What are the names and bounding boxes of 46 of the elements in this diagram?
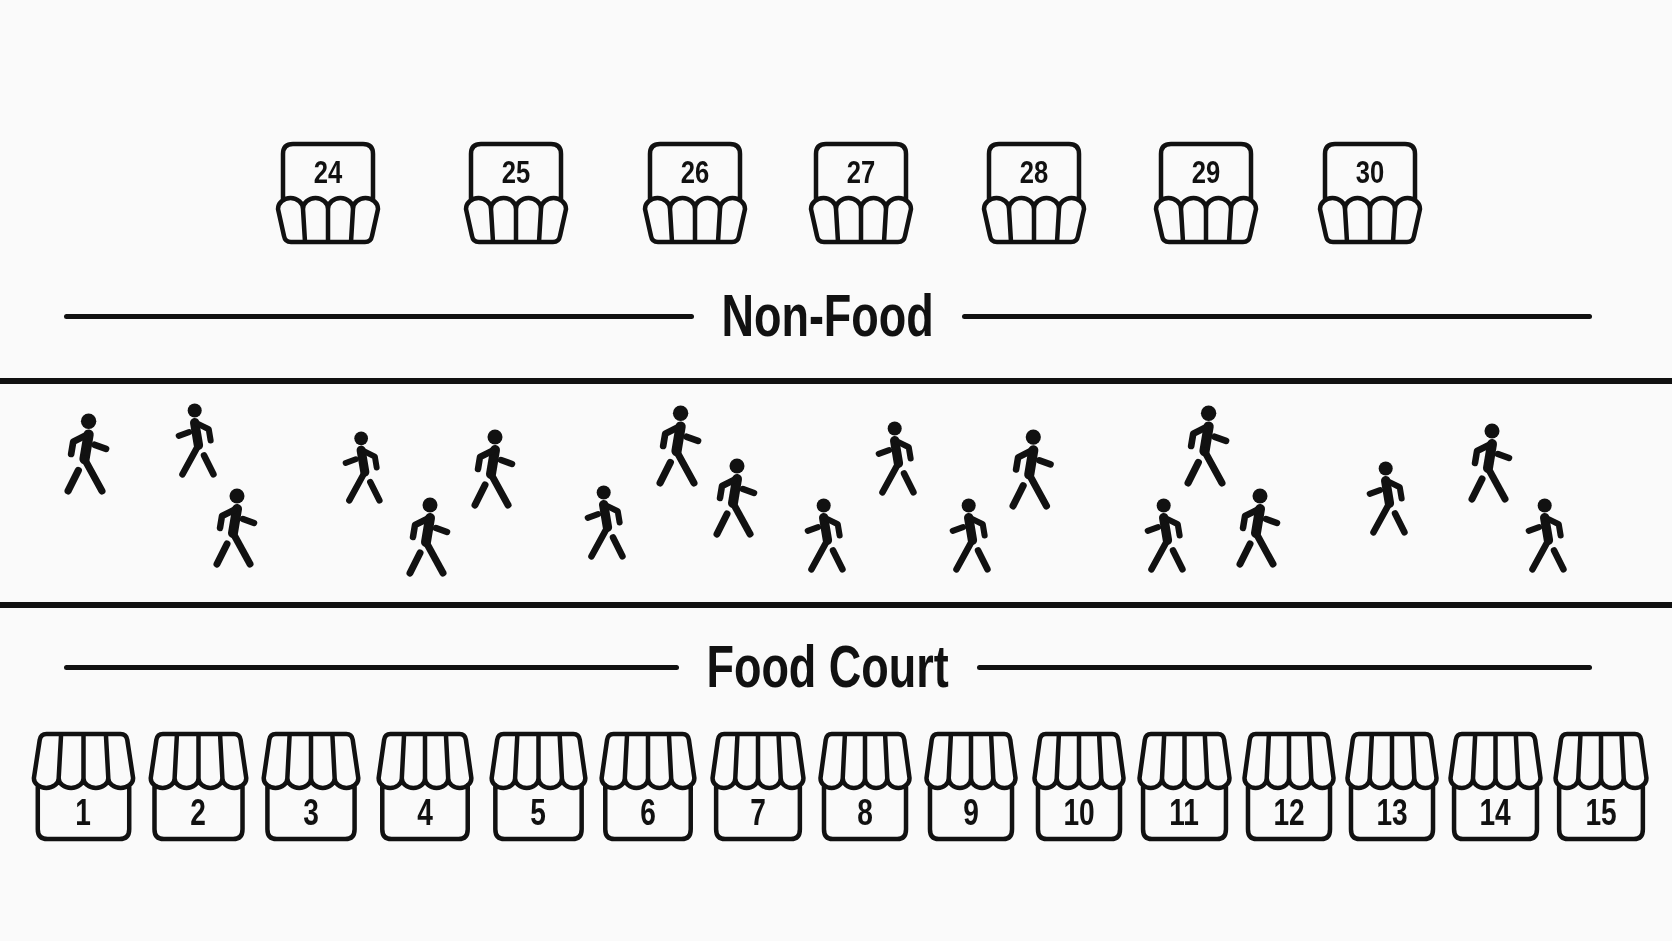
market-stall	[1317, 141, 1423, 245]
stall-number: 9	[963, 794, 979, 831]
market-stall	[598, 731, 698, 843]
market-stall	[1344, 731, 1440, 843]
stall-number: 7	[750, 794, 766, 831]
stall-number: 29	[1191, 156, 1221, 188]
market-stall	[709, 731, 807, 843]
market-stall	[981, 141, 1087, 245]
market-stall	[260, 731, 362, 843]
market-stall	[817, 731, 913, 843]
stall-number: 24	[313, 156, 343, 188]
stall-number: 15	[1585, 794, 1617, 831]
stall-number: 28	[1019, 156, 1049, 188]
stall-number: 8	[857, 794, 873, 831]
market-stall	[146, 731, 250, 843]
stall-number: 14	[1479, 794, 1511, 831]
market-stall	[1153, 141, 1259, 245]
market-stall	[1446, 731, 1544, 843]
stall-number: 6	[640, 794, 656, 831]
market-stall	[642, 141, 748, 245]
stall-number: 10	[1063, 794, 1095, 831]
stall-number: 1	[75, 794, 91, 831]
market-stall	[1241, 731, 1337, 843]
market-stall	[487, 731, 589, 843]
market-stall	[1135, 731, 1233, 843]
market-stall	[275, 141, 381, 245]
market-stall	[1031, 731, 1127, 843]
stall-number: 11	[1169, 794, 1199, 831]
market-stall	[808, 141, 914, 245]
market-stall	[923, 731, 1019, 843]
section-heading: Non-Food	[721, 286, 935, 346]
stall-number: 26	[680, 156, 710, 188]
section-heading: Food Court	[706, 637, 950, 697]
stall-number: 2	[190, 794, 206, 831]
stall-number: 4	[417, 794, 433, 831]
stall-number: 13	[1376, 794, 1408, 831]
stall-number: 5	[530, 794, 546, 831]
stall-number: 25	[501, 156, 531, 188]
stall-number: 30	[1355, 156, 1385, 188]
market-stall	[1552, 731, 1650, 843]
market-stall	[29, 731, 137, 843]
stall-number: 12	[1273, 794, 1305, 831]
market-stall	[463, 141, 569, 245]
market-stall	[375, 731, 475, 843]
stall-number: 27	[846, 156, 876, 188]
stall-number: 3	[303, 794, 319, 831]
